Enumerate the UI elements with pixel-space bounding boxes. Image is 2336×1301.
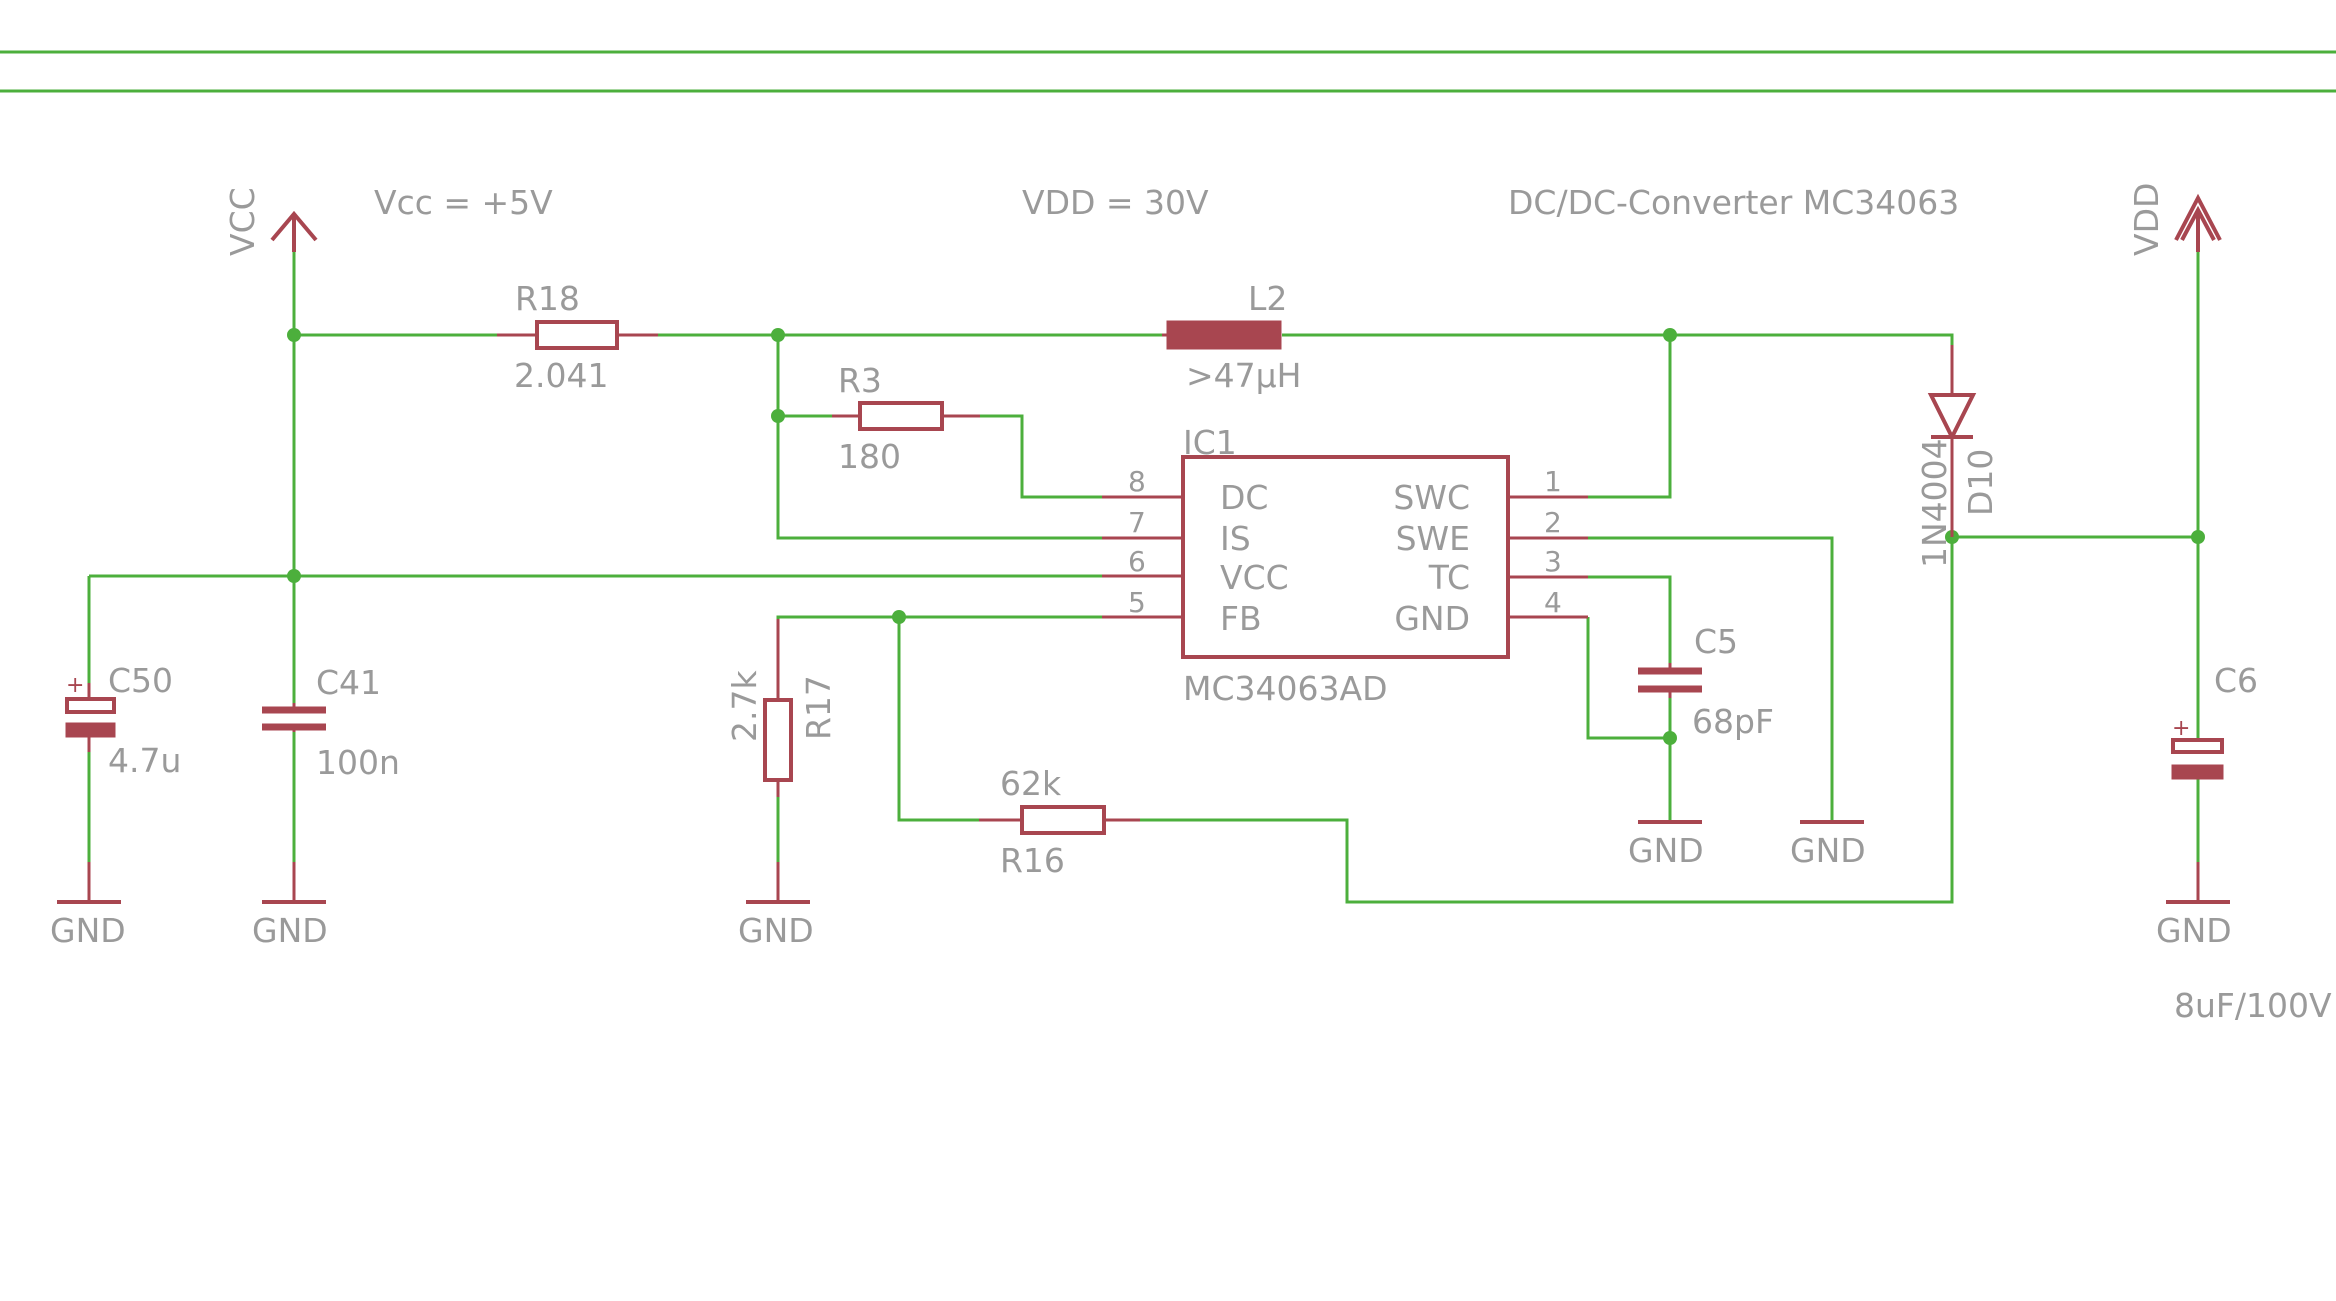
- resistor-icon: [1020, 805, 1106, 835]
- title-note: DC/DC-Converter MC34063: [1508, 183, 1959, 222]
- capacitor-c5[interactable]: C5 68pF: [1638, 622, 1774, 741]
- capacitor-c6[interactable]: + C6: [2171, 661, 2258, 780]
- c6-polarity: +: [2172, 716, 2190, 741]
- ic1-part: MC34063AD: [1183, 669, 1387, 708]
- ic-pin-label: VCC: [1220, 558, 1289, 597]
- ic-pin-number: 6: [1128, 545, 1146, 578]
- d10-name: D10: [1961, 449, 2000, 516]
- ic-pin-label: FB: [1220, 599, 1262, 638]
- wire-pin1: [1588, 335, 1672, 499]
- c41-name: C41: [316, 663, 381, 702]
- wire-l2-diode: [1282, 333, 1954, 345]
- junction: [287, 569, 301, 583]
- c41-value: 100n: [316, 743, 400, 782]
- diode-icon: [1927, 393, 1977, 442]
- ic-pin-label: SWE: [1396, 519, 1470, 558]
- gnd-label-pin2: GND: [1790, 831, 1866, 870]
- r16-name: R16: [1000, 841, 1065, 880]
- resistor-r16[interactable]: 62k R16: [979, 764, 1140, 880]
- c6-rating-note: 8uF/100V: [2174, 986, 2332, 1025]
- junction: [1663, 328, 1677, 342]
- capacitor-c41[interactable]: C41 100n: [262, 663, 400, 782]
- gnd-label-c41: GND: [252, 911, 328, 950]
- wire-pin4-gnd: [1586, 617, 1670, 740]
- gnd-label-r17: GND: [738, 911, 814, 950]
- c50-polarity: +: [66, 673, 84, 698]
- l2-value: >47µH: [1186, 356, 1301, 395]
- ic-mc34063[interactable]: IC1 MC34063AD 8 7 6 5 DC IS VCC FB 1 2 3…: [1102, 423, 1588, 708]
- junction: [287, 328, 301, 342]
- gnd-label-c50: GND: [50, 911, 126, 950]
- inductor-icon: [1166, 320, 1282, 350]
- c50-name: C50: [108, 661, 173, 700]
- inductor-l2[interactable]: L2 >47µH: [1162, 279, 1301, 395]
- wire-r16-vdd: [1140, 537, 1954, 904]
- ic-pin-number: 3: [1544, 545, 1562, 578]
- r18-value: 2.041: [514, 356, 608, 395]
- capacitor-c50[interactable]: + C50 4.7u: [65, 661, 181, 780]
- wire-pin3-c5: [1588, 575, 1672, 663]
- resistor-icon: [763, 698, 793, 782]
- capacitor-plate-icon: [2171, 738, 2224, 754]
- r18-name: R18: [515, 279, 580, 318]
- vcc-note: Vcc = +5V: [374, 183, 553, 222]
- vdd-arrow-inner: [2180, 205, 2216, 241]
- ic-pin-number: 5: [1128, 586, 1146, 619]
- resistor-icon: [535, 320, 619, 350]
- resistor-r17[interactable]: 2.7k R17: [725, 619, 838, 797]
- resistor-r3[interactable]: R3 180: [832, 361, 980, 476]
- gnd-symbols: GND GND GND GND GND GND: [50, 820, 2232, 950]
- capacitor-plate-solid: [2171, 764, 2224, 780]
- r17-name: R17: [799, 675, 838, 740]
- r17-value: 2.7k: [725, 670, 764, 742]
- l2-name: L2: [1248, 279, 1287, 318]
- wire-fb: [776, 615, 1102, 619]
- r3-value: 180: [838, 437, 901, 476]
- vdd-supply-symbol: VDD: [2127, 183, 2222, 256]
- diode-d10[interactable]: 1N4004 D10: [1915, 345, 2000, 568]
- vdd-note: VDD = 30V: [1022, 183, 1209, 222]
- ic1-name: IC1: [1183, 423, 1237, 462]
- wire-r3-pin8: [980, 414, 1102, 499]
- ic-pin-number: 7: [1128, 506, 1146, 539]
- vdd-label: VDD: [2127, 183, 2166, 256]
- vcc-supply-symbol: VCC: [223, 187, 318, 256]
- c5-value: 68pF: [1692, 702, 1774, 741]
- c6-name: C6: [2214, 661, 2258, 700]
- gnd-label-c6: GND: [2156, 911, 2232, 950]
- ic-pin-number: 2: [1544, 506, 1562, 539]
- ic-pin-number: 4: [1544, 586, 1562, 619]
- ic-pin-label: IS: [1220, 519, 1251, 558]
- frame-border: [0, 50, 2336, 93]
- ic-body: [1181, 455, 1510, 659]
- junction: [892, 610, 906, 624]
- r3-name: R3: [838, 361, 882, 400]
- c5-name: C5: [1694, 622, 1738, 661]
- d10-value: 1N4004: [1915, 438, 1954, 568]
- ic-pin-number: 8: [1128, 465, 1146, 498]
- junction: [1663, 731, 1677, 745]
- junction: [771, 328, 785, 342]
- r16-value: 62k: [1000, 764, 1062, 803]
- c50-value: 4.7u: [108, 741, 181, 780]
- capacitor-plate-icon: [65, 697, 116, 714]
- wire-fb-r16: [897, 617, 979, 822]
- wires: [87, 252, 2200, 904]
- ic-pin-label: SWC: [1393, 478, 1470, 517]
- wire-node-pin7: [776, 335, 1102, 540]
- ic-pin-number: 1: [1544, 465, 1562, 498]
- gnd-label-c5: GND: [1628, 831, 1704, 870]
- ic-pin-label: DC: [1220, 478, 1268, 517]
- resistor-icon: [858, 401, 944, 431]
- resistor-r18[interactable]: R18 2.041: [497, 279, 658, 395]
- capacitor-plate-solid: [65, 722, 116, 738]
- vcc-label: VCC: [223, 187, 262, 256]
- junction: [771, 409, 785, 423]
- vdd-arrow-icon: [2174, 193, 2222, 241]
- ic-pin-label: GND: [1394, 599, 1470, 638]
- ic-pin-label: TC: [1428, 558, 1470, 597]
- junction: [2191, 530, 2205, 544]
- wire-pin2-gnd: [1588, 536, 1834, 822]
